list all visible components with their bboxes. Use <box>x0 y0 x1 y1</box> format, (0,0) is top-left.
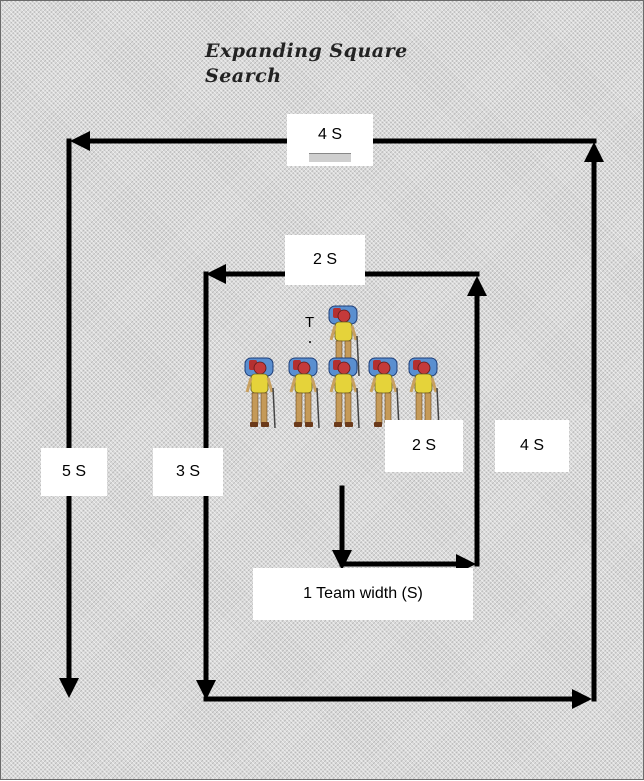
hiker-icon <box>244 357 276 429</box>
label-team-width: 1 Team width (S) <box>253 568 473 620</box>
hiker-icon <box>288 357 320 429</box>
hiker-icon <box>368 357 400 429</box>
label-inner-left-leg: 3 S <box>153 448 223 496</box>
diagram-title: Expanding Square Search <box>205 39 408 89</box>
hiker-icon <box>328 305 360 377</box>
label-outer-right-leg: 4 S <box>495 420 569 472</box>
label-outer-left-leg: 5 S <box>41 448 107 496</box>
label-top-leg: 4 S <box>287 114 373 166</box>
hiker-icon <box>328 357 360 429</box>
team-marker: T <box>305 314 314 331</box>
title-line-2: Search <box>205 65 282 87</box>
hiker-group <box>244 305 440 429</box>
title-line-1: Expanding Square <box>205 40 408 62</box>
label-top-leg-text: 4 S <box>317 126 342 143</box>
label-second-top-leg: 2 S <box>285 235 365 285</box>
label-top-leg-bar <box>309 153 351 162</box>
hiker-icon <box>408 357 440 429</box>
label-inner-right-leg: 2 S <box>385 420 463 472</box>
team-marker-dot <box>309 341 311 343</box>
